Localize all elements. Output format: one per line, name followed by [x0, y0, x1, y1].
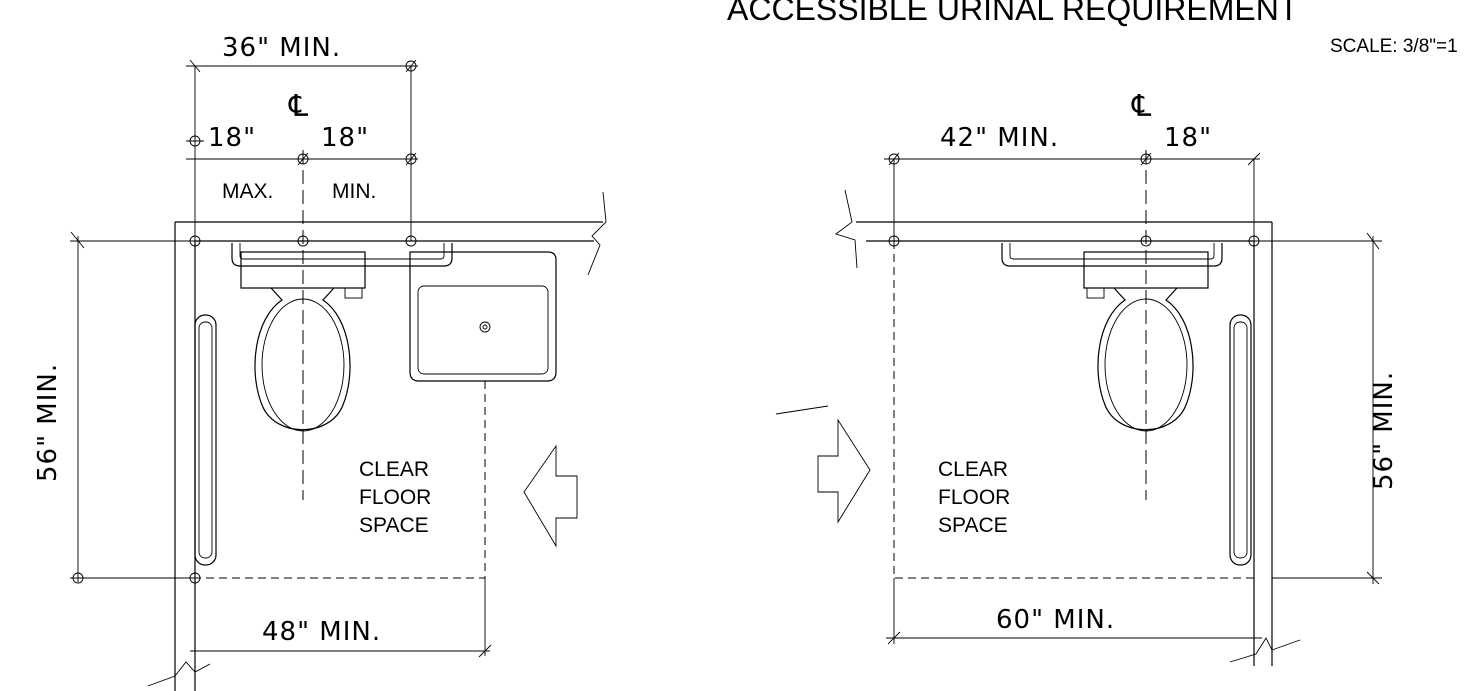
left-clear-floor-line-2: FLOOR [359, 486, 431, 509]
left-approach-arrow [523, 444, 578, 548]
side-grab-bar [194, 314, 217, 566]
left-clear-floor-line-3: SPACE [359, 514, 429, 537]
right-dimensions [884, 152, 1382, 645]
right-back-grab-bar [1001, 243, 1223, 267]
scale-note: SCALE: 3/8"=1 [1330, 36, 1458, 57]
right-offset-dim: 18" [1164, 123, 1212, 153]
left-offset-dim: 18" [208, 123, 256, 153]
right-offset-dim: 18" [321, 123, 369, 153]
approach-leader-line [775, 405, 829, 415]
right-clear-floor-line-2: FLOOR [938, 486, 1010, 509]
min-label: MIN. [332, 180, 376, 203]
left-depth-dim: 56" MIN. [33, 363, 63, 482]
lavatory [409, 251, 557, 382]
right-clear-floor-line-3: SPACE [938, 514, 1008, 537]
right-width-dim: 42" MIN. [940, 123, 1059, 153]
left-floor-dim: 48" MIN. [262, 617, 381, 647]
right-plan: 42" MIN. ℄ 18" 56" MIN. 60" MIN. CLEAR F… [775, 89, 1399, 666]
right-toilet-bowl [1097, 287, 1194, 431]
right-approach-arrow [817, 418, 871, 524]
left-width-dim: 36" MIN. [222, 33, 341, 63]
max-label: MAX. [222, 180, 273, 203]
left-plan: 36" MIN. ℄ 18" 18" MAX. MIN. 56" MIN. 48… [33, 33, 607, 691]
right-clear-floor-boundary [893, 241, 1254, 579]
left-centerline-symbol: ℄ [288, 89, 309, 124]
left-clear-floor-line-1: CLEAR [359, 458, 429, 481]
right-plan-walls [835, 189, 1301, 666]
back-grab-bar [231, 243, 453, 267]
right-clear-floor-line-1: CLEAR [938, 458, 1008, 481]
right-floor-dim: 60" MIN. [996, 605, 1115, 635]
right-side-grab-bar [1229, 314, 1252, 566]
right-centerline-symbol: ℄ [1131, 89, 1152, 124]
drawing-title: ACCESSIBLE URINAL REQUIREMENT [727, 0, 1298, 27]
left-dimensions [70, 59, 492, 658]
right-depth-dim: 56" MIN. [1369, 371, 1399, 490]
left-plan-walls [147, 191, 607, 691]
toilet-bowl [254, 287, 351, 431]
